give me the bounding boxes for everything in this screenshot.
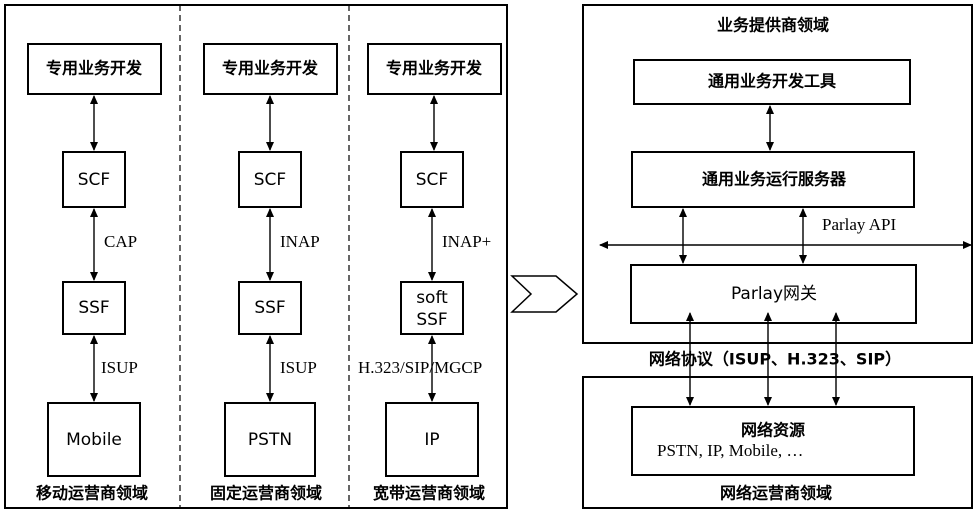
network-box	[385, 402, 479, 477]
server-box	[631, 151, 915, 208]
provider-domain-frame	[582, 4, 973, 344]
provider-domain-label: 业务提供商领域	[717, 16, 829, 35]
column-pstn: 专用业务开发 SCF INAP SSF ISUP PSTN 固定运营商领域	[203, 43, 338, 503]
network-label: Mobile	[66, 430, 122, 450]
scf-label: SCF	[416, 170, 448, 190]
operator-domain-label: 网络运营商领域	[720, 484, 832, 503]
dev-label: 专用业务开发	[222, 59, 319, 78]
resources-box	[631, 406, 915, 476]
protocol-upper-label: INAP	[280, 232, 320, 251]
scf-label: SCF	[78, 170, 110, 190]
network-label: PSTN	[248, 430, 292, 450]
dev-box	[203, 43, 338, 95]
gateway-label: Parlay网关	[731, 284, 817, 304]
ssf-box	[62, 281, 126, 335]
operator-domains-frame	[4, 4, 508, 509]
scf-box	[238, 151, 302, 208]
dev-label: 专用业务开发	[386, 59, 483, 78]
scf-box	[62, 151, 126, 208]
ssf-label-line1: soft	[416, 288, 448, 308]
ssf-label-line2: SSF	[416, 310, 447, 330]
network-protocol-label: 网络协议（ISUP、H.323、SIP）	[649, 350, 901, 369]
protocol-lower-label: H.323/SIP/MGCP	[358, 358, 482, 377]
protocol-upper-label: CAP	[104, 232, 137, 251]
tools-label: 通用业务开发工具	[708, 72, 836, 91]
resources-list: PSTN, IP, Mobile, …	[657, 441, 803, 460]
network-box	[224, 402, 316, 477]
dev-box	[367, 43, 502, 95]
network-box	[47, 402, 141, 477]
gateway-box	[630, 264, 917, 324]
ssf-box	[238, 281, 302, 335]
network-label: IP	[424, 430, 439, 450]
dev-label: 专用业务开发	[46, 59, 143, 78]
operator-domain: 网络资源 PSTN, IP, Mobile, … 网络运营商领域	[582, 376, 973, 509]
protocol-lower-label: ISUP	[101, 358, 138, 377]
column-ip: 专用业务开发 SCF INAP+ soft SSF H.323/SIP/MGCP…	[358, 43, 502, 503]
column-mobile: 专用业务开发 SCF CAP SSF ISUP Mobile 移动运营商领域	[27, 43, 162, 503]
ssf-label: SSF	[254, 298, 285, 318]
operator-domain-frame	[582, 376, 973, 509]
chevron-arrow-icon	[510, 275, 579, 313]
protocol-upper-label: INAP+	[442, 232, 491, 251]
protocol-lower-label: ISUP	[280, 358, 317, 377]
provider-domain: 业务提供商领域 通用业务开发工具 通用业务运行服务器 Parlay API Pa…	[582, 4, 973, 344]
ssf-box	[400, 281, 464, 335]
dev-box	[27, 43, 162, 95]
scf-box	[400, 151, 464, 208]
scf-label: SCF	[254, 170, 286, 190]
parlay-api-label: Parlay API	[822, 215, 896, 234]
tools-box	[633, 59, 911, 105]
domain-label: 宽带运营商领域	[373, 484, 485, 503]
server-label: 通用业务运行服务器	[702, 170, 847, 189]
domain-label: 移动运营商领域	[36, 484, 148, 503]
domain-label: 固定运营商领域	[210, 484, 322, 503]
ssf-label: SSF	[78, 298, 109, 318]
resources-title: 网络资源	[741, 421, 805, 440]
